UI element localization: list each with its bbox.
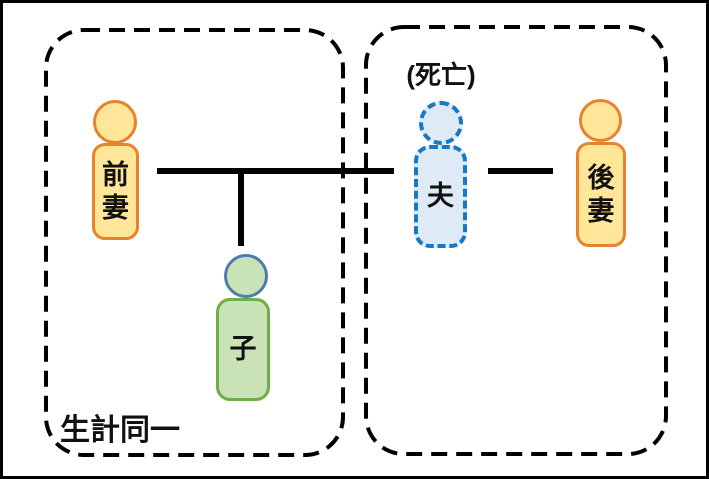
husband-head-icon [419, 101, 463, 145]
ex-wife-head-icon [93, 100, 137, 144]
child-body: 子 [216, 298, 270, 401]
child-drop-line [238, 168, 244, 246]
right-household-box [364, 25, 668, 456]
ex-wife-label: 前妻 [102, 159, 129, 223]
second-wife-label: 後妻 [587, 162, 615, 226]
husband-label: 夫 [427, 181, 454, 212]
left-household-caption: 生計同一 [60, 414, 180, 447]
husband-body: 夫 [414, 145, 467, 248]
marriage-line-ex-wife-husband [157, 168, 394, 174]
husband-deceased-note: (死亡) [406, 60, 476, 90]
connector-layer [44, 25, 668, 457]
ex-wife-body: 前妻 [92, 143, 139, 240]
second-wife-body: 後妻 [576, 142, 626, 247]
second-wife-head-icon [579, 99, 622, 142]
child-head-icon [224, 254, 268, 298]
child-label: 子 [229, 334, 257, 365]
marriage-line-husband-second-wife [488, 168, 553, 174]
left-household-box [44, 28, 345, 457]
